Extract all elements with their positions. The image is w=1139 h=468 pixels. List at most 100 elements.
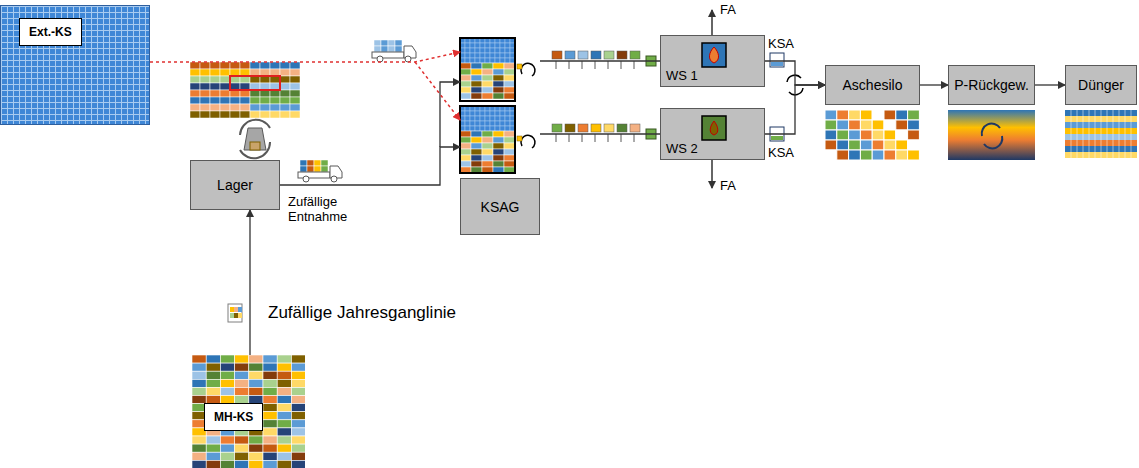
stack-cell [200, 104, 210, 111]
dosing-cap [517, 136, 522, 141]
mosaic-cell [263, 444, 277, 452]
edge-label: Zufällige Jahresganglinie [268, 303, 456, 323]
bunker-cell [465, 43, 470, 48]
mosaic-cell [206, 379, 220, 387]
storage-stack [190, 62, 300, 118]
mosaic-cell [206, 363, 220, 371]
cargo [314, 160, 321, 166]
mosaic-cell [192, 371, 206, 379]
ash-cell [849, 120, 861, 130]
ash-cell [849, 110, 861, 120]
node-label: Ext.-KS [19, 18, 82, 46]
mosaic-cell [206, 452, 220, 460]
ash-cell [896, 130, 908, 140]
conveyor-leg [621, 61, 622, 69]
stack-cell [290, 62, 300, 69]
bunker-cell [504, 149, 515, 155]
mosaic-cell [263, 436, 277, 444]
stack-cell [280, 76, 290, 83]
mosaic-cell [249, 387, 263, 395]
ash-cell [884, 130, 896, 140]
bunker-cell [500, 53, 505, 58]
mosaic-cell [220, 387, 234, 395]
ash-cell [825, 140, 837, 150]
bunker-cell [505, 43, 510, 48]
mixing-symbol [789, 88, 803, 95]
conveyor-leg [595, 134, 596, 142]
bunker-cell [504, 161, 515, 167]
bunker-cell [460, 87, 471, 93]
bunker-cell [471, 155, 482, 161]
mosaic-cell [249, 436, 263, 444]
stack-cell [280, 69, 290, 76]
bunker-cell [475, 53, 480, 58]
conveyor-leg [634, 61, 635, 69]
mosaic-cell [206, 355, 220, 363]
mosaic-cell [277, 460, 291, 468]
paper [228, 304, 242, 322]
cycle-symbol [982, 124, 1000, 136]
mosaic-cell [263, 460, 277, 468]
mosaic-cell [263, 379, 277, 387]
bunker-cell [480, 58, 485, 63]
stack-cell [260, 90, 270, 97]
stack-cell [200, 90, 210, 97]
bunker-cell [495, 121, 500, 126]
bunker-cell [482, 69, 493, 75]
ash-cell [908, 110, 920, 120]
process-box: P-Rückgew. [948, 65, 1035, 105]
mosaic-cell [291, 460, 305, 468]
cargo [314, 166, 321, 172]
conveyor-package [630, 51, 640, 59]
connector-line [920, 84, 948, 85]
ash-cell [872, 120, 884, 130]
bunker-cell [482, 87, 493, 93]
bunker-cell [505, 48, 510, 53]
mosaic-cell [220, 355, 234, 363]
mosaic-cell [277, 452, 291, 460]
mosaic-cell [235, 371, 249, 379]
stack-cell [290, 90, 300, 97]
node-label: Lager [217, 177, 253, 193]
cargo [388, 40, 395, 46]
bunker-cell [495, 111, 500, 116]
conveyor-package [604, 124, 614, 132]
ash-cell [884, 140, 896, 150]
cargo [321, 160, 328, 166]
chamber [702, 43, 726, 67]
conveyor-package [604, 51, 614, 59]
bunker-cell [480, 48, 485, 53]
stack-cell [250, 62, 260, 69]
mosaic-cell [263, 428, 277, 436]
connector-line [415, 62, 460, 120]
mosaic-cell [277, 355, 291, 363]
bunker-cell [482, 137, 493, 143]
bunker-cell [482, 155, 493, 161]
stack-cell [210, 111, 220, 118]
stack-cell [290, 97, 300, 104]
bunker-cell [493, 143, 504, 149]
stack-cell [270, 111, 280, 118]
bunker-cell [471, 149, 482, 155]
bunker-cell [470, 111, 475, 116]
cargo [307, 166, 314, 172]
stack-cell [280, 104, 290, 111]
stack-cell [200, 83, 210, 90]
stack-cell [270, 83, 280, 90]
stack-cell [250, 69, 260, 76]
stack-cell [270, 69, 280, 76]
bunker-cell [471, 81, 482, 87]
mosaic-cell [235, 379, 249, 387]
mosaic-cell [192, 452, 206, 460]
bunker-cell [480, 43, 485, 48]
wheel [377, 56, 383, 62]
conveyor-package [552, 124, 562, 132]
mosaic-cell [263, 396, 277, 404]
mosaic-cell [291, 436, 305, 444]
mosaic-cell [291, 379, 305, 387]
fertilizer-line [1095, 110, 1096, 158]
mosaic-cell [291, 387, 305, 395]
cell [238, 307, 242, 312]
bunker-cell [465, 48, 470, 53]
connector-line [440, 82, 460, 147]
